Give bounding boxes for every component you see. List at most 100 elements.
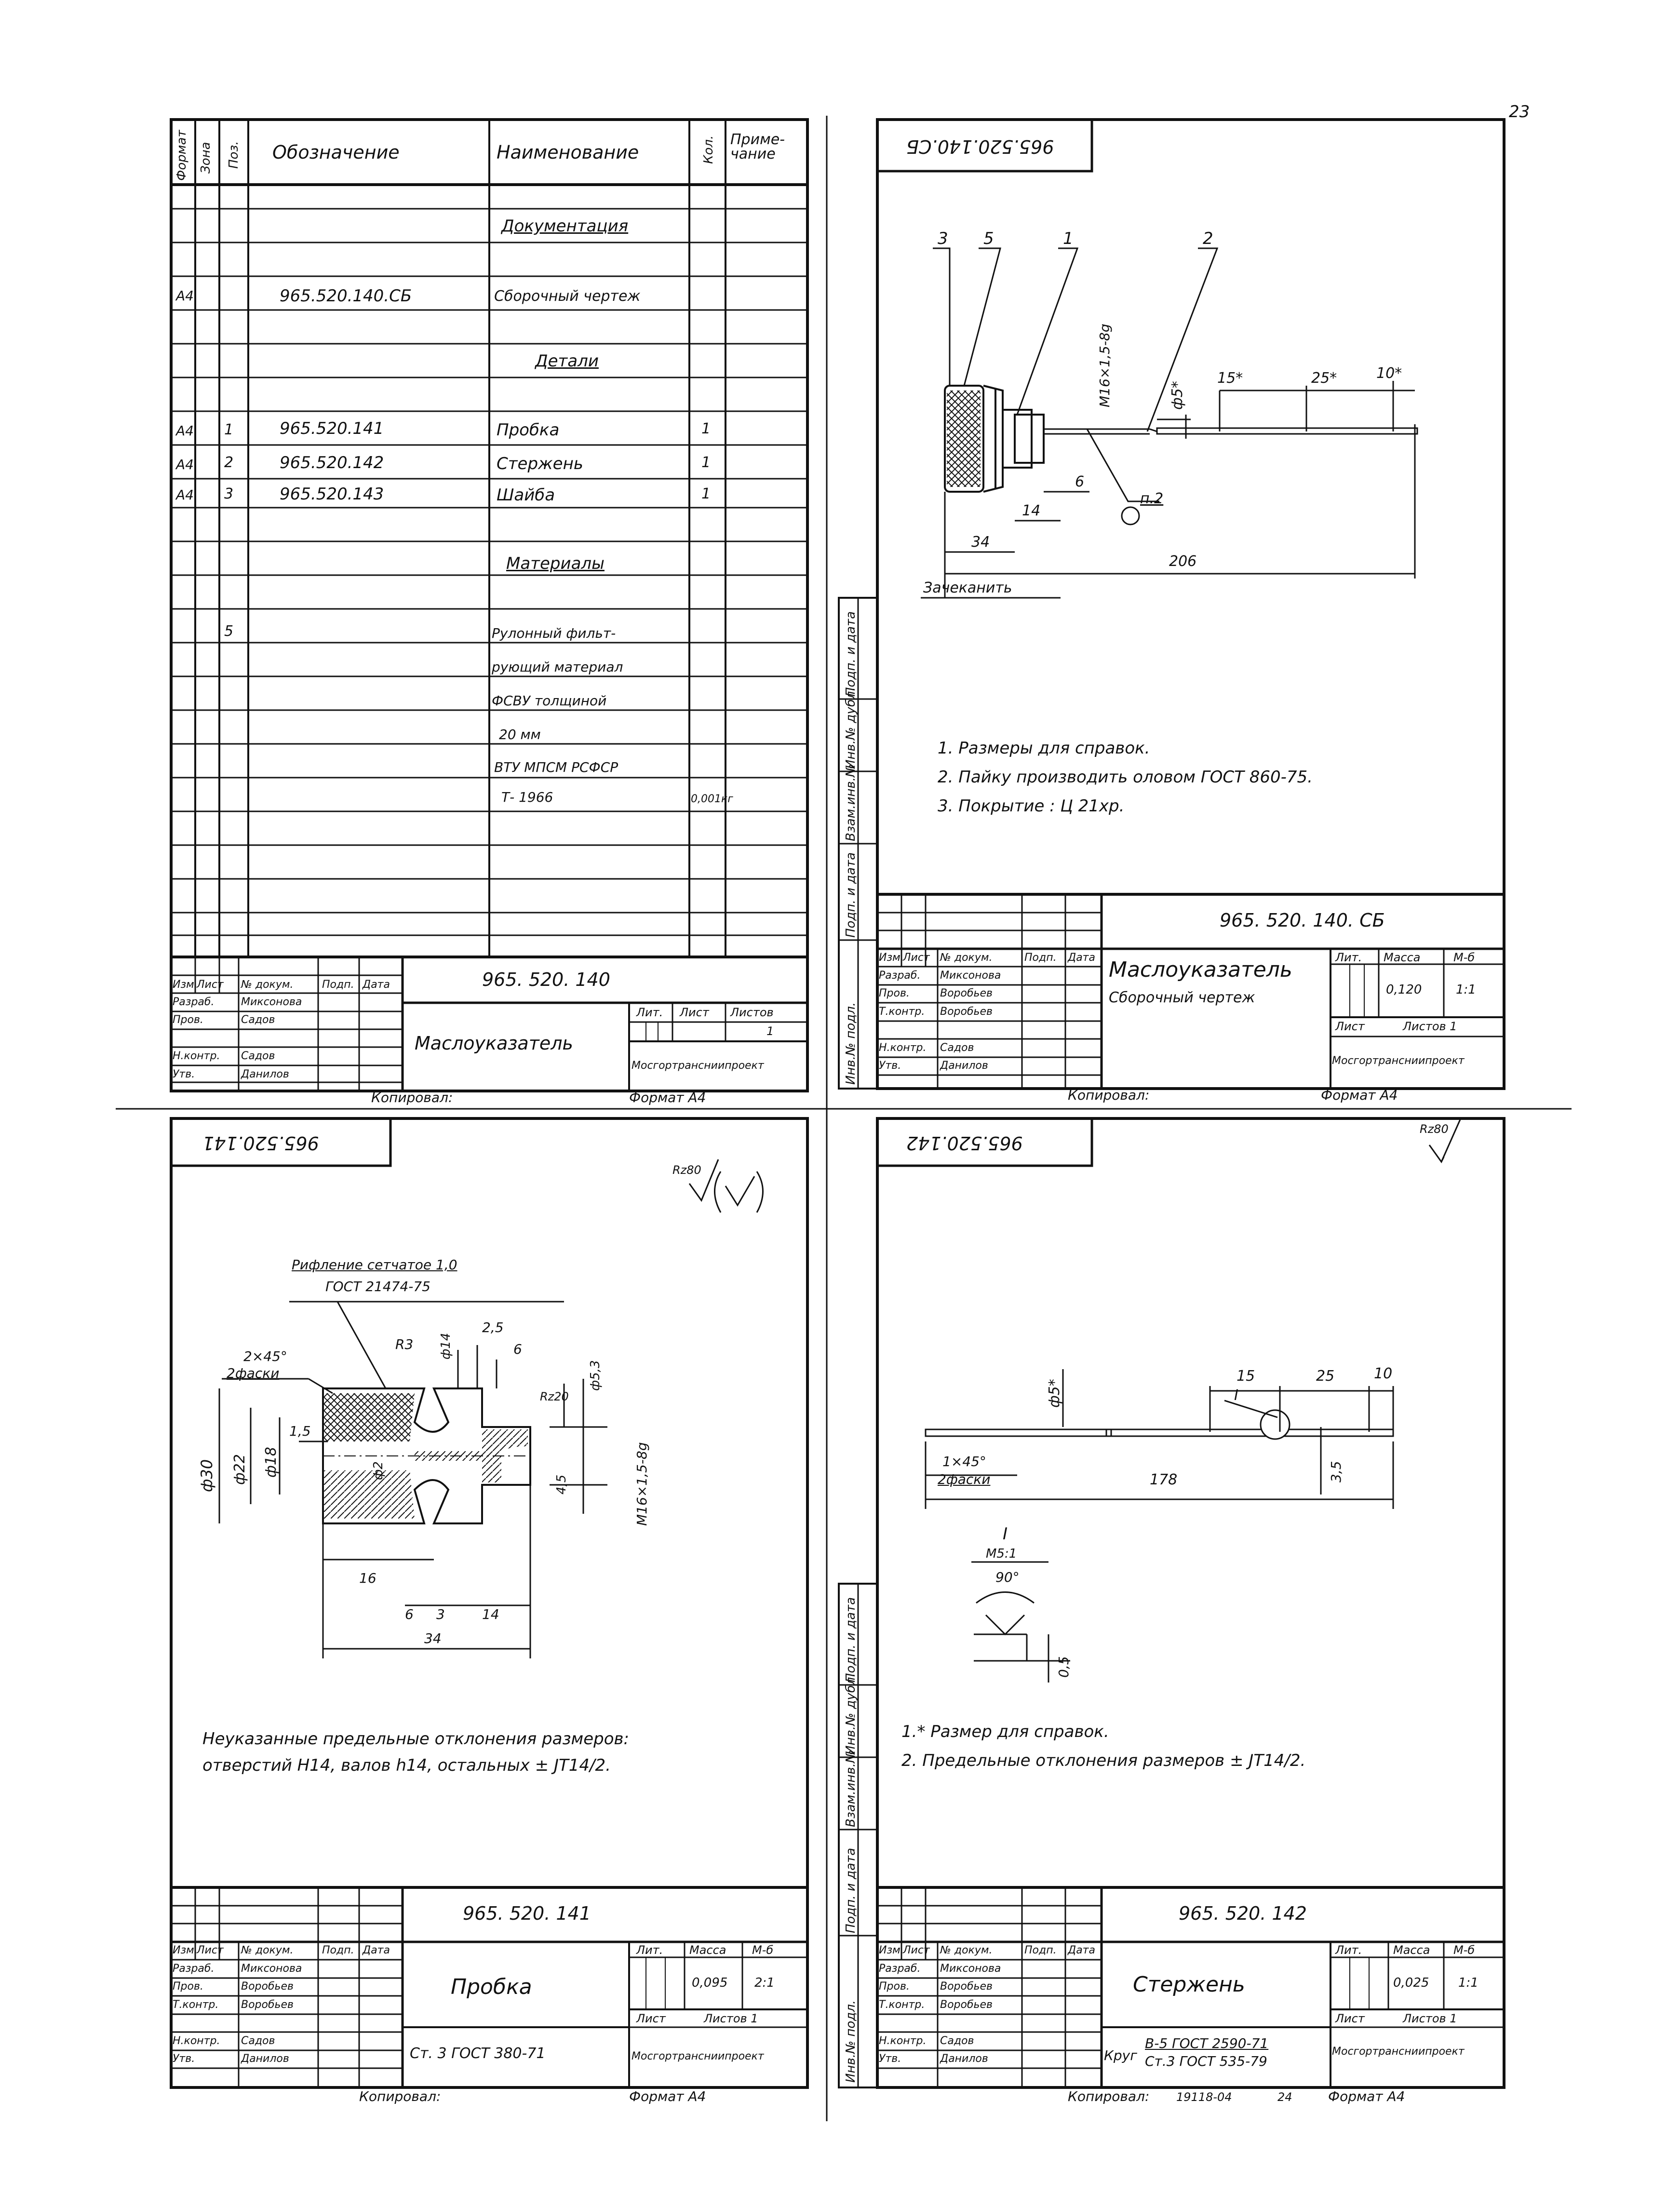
spec-section-materials: Материалы — [506, 554, 605, 573]
plug-scale: М-б — [752, 1943, 774, 1957]
spec-sb-format: А4 — [176, 288, 194, 304]
plug-mass: Масса — [689, 1943, 726, 1957]
plug-note-1: Неуказанные предельные отклонения размер… — [202, 1729, 629, 1749]
rod-dim-dia: ф5* — [1046, 1379, 1063, 1408]
plug-l34: 34 — [424, 1630, 442, 1646]
rod-stamp-date: Дата — [1068, 1944, 1095, 1956]
spec-format: Формат А4 — [629, 1090, 706, 1105]
asm-person-4: Садов — [940, 1042, 974, 1054]
assembly-copied: Копировал: — [1068, 1087, 1150, 1103]
rod-detail-dim: 0,5 — [1056, 1656, 1072, 1678]
spec-part2-format: А4 — [176, 457, 194, 472]
spec-part2-pos: 2 — [224, 454, 234, 471]
spec-lit: Лит. — [636, 1006, 663, 1019]
rod-dim-10: 10 — [1374, 1365, 1393, 1382]
rod-person-4: Садов — [940, 2035, 974, 2047]
spec-lists: Листов — [730, 1006, 774, 1019]
plug-stamp-date: Дата — [363, 1944, 390, 1956]
spec-role-nk: Н.контр. — [173, 1050, 220, 1062]
plug-d45: 4,5 — [554, 1474, 569, 1494]
rod-role-2: Пров. — [879, 1980, 910, 1993]
rod-dim-25: 25 — [1316, 1368, 1335, 1385]
assembly-title-code: 965. 520. 140. СБ — [1220, 910, 1385, 931]
plug-person-1: Миксонова — [241, 1963, 302, 1975]
asm-role-4: Н.контр. — [879, 1042, 927, 1054]
spec-part3-designation: 965.520.143 — [280, 485, 384, 504]
spec-role-dev: Разраб. — [173, 996, 215, 1008]
asm-person-2: Воробьев — [940, 987, 993, 999]
spec-person-nk: Садов — [241, 1050, 275, 1062]
spec-role-check: Пров. — [173, 1014, 203, 1026]
assembly-strip-5: Инв.№ подл. — [844, 1002, 858, 1085]
rod-role-1: Разраб. — [879, 1963, 921, 1975]
plug-drawing — [218, 1159, 764, 1658]
spec-material-qty: 0,001кг — [691, 793, 733, 805]
spec-part3-qty: 1 — [701, 485, 711, 502]
spec-sb-designation: 965.520.140.СБ — [280, 286, 412, 306]
rod-role-4: Н.контр. — [879, 2035, 927, 2047]
spec-stamp-izm: Изм. — [173, 979, 198, 991]
page-number: 23 — [1509, 102, 1530, 121]
asm-person-5: Данилов — [940, 1060, 988, 1072]
spec-title-name: Маслоуказатель — [415, 1033, 573, 1054]
rod-mass-val: 0,025 — [1393, 1976, 1429, 1990]
assembly-dim-206: 206 — [1169, 553, 1197, 570]
plug-person-2: Воробьев — [241, 1980, 294, 1993]
assembly-dim-15: 15* — [1217, 370, 1243, 387]
asm-person-1: Миксонова — [940, 969, 1001, 982]
spec-part1-qty: 1 — [701, 420, 711, 437]
plug-list: Лист — [636, 2012, 666, 2025]
plug-scale-val: 2:1 — [754, 1976, 775, 1990]
assembly-note-3: 3. Покрытие : Ц 21хр. — [938, 796, 1125, 816]
rod-title-code: 965. 520. 142 — [1179, 1903, 1307, 1924]
spec-material-line4: 20 мм — [499, 727, 541, 742]
rod-scale: М-б — [1453, 1943, 1475, 1957]
spec-part3-name: Шайба — [497, 485, 555, 505]
assembly-dim-6: 6 — [1075, 473, 1085, 490]
plug-chamfer: 2×45° — [243, 1348, 287, 1364]
spec-col-qty: Кол. — [701, 135, 716, 164]
assembly-note-1: 1. Размеры для справок. — [938, 739, 1150, 758]
assembly-dim-10: 10* — [1376, 365, 1402, 382]
plug-roughness: Rz80 — [672, 1163, 701, 1177]
spec-role-appr: Утв. — [173, 1068, 195, 1080]
plug-person-5: Данилов — [241, 2053, 289, 2065]
rod-detail-mark: I — [1003, 1524, 1008, 1544]
spec-part3-pos: 3 — [224, 485, 234, 502]
assembly-list: Лист — [1335, 1020, 1365, 1033]
plug-role-4: Н.контр. — [173, 2035, 220, 2047]
spec-person-appr: Данилов — [241, 1068, 289, 1080]
spec-part1-format: А4 — [176, 423, 194, 439]
plug-lists: Листов 1 — [704, 2012, 758, 2025]
rod-strip-2: Инв.№ дубл. — [844, 1673, 858, 1755]
spec-part3-format: А4 — [176, 487, 194, 503]
assembly-lists: Листов 1 — [1403, 1020, 1457, 1033]
assembly-frame — [876, 118, 1505, 1090]
rod-note-1: 1.* Размер для справок. — [901, 1722, 1109, 1741]
assembly-dim-14: 14 — [1022, 502, 1041, 519]
rod-dim-15: 15 — [1236, 1368, 1255, 1385]
rod-copied-n2: 24 — [1277, 2090, 1292, 2104]
rod-person-2: Воробьев — [940, 1980, 993, 1993]
spec-stamp-sign: Подп. — [322, 979, 354, 991]
plug-d6: 6 — [513, 1341, 522, 1357]
spec-stamp-list: Лист — [197, 979, 224, 991]
assembly-dim-34: 34 — [971, 534, 990, 551]
spec-section-docs: Документация — [501, 216, 629, 236]
rod-scale-val: 1:1 — [1458, 1976, 1478, 1990]
rod-stamp-list: Лист — [903, 1944, 930, 1956]
asm-person-3: Воробьев — [940, 1006, 993, 1018]
rod-org: Мосгортрансниипроект — [1332, 2046, 1465, 2058]
assembly-strip-1: Подп. и дата — [844, 611, 858, 697]
asm-stamp-date: Дата — [1068, 952, 1095, 964]
rod-strip-4: Подп. и дата — [844, 1847, 858, 1933]
spec-material-line5: ВТУ МПСМ РСФСР — [494, 759, 618, 775]
plug-stamp-list: Лист — [197, 1944, 224, 1956]
plug-d22: ф22 — [231, 1454, 248, 1485]
plug-d14: ф14 — [439, 1333, 453, 1360]
rod-stamp-izm: Изм. — [879, 1944, 904, 1956]
asm-role-1: Разраб. — [879, 969, 921, 982]
rod-list: Лист — [1335, 2012, 1365, 2025]
spec-section-parts: Детали — [535, 351, 599, 371]
